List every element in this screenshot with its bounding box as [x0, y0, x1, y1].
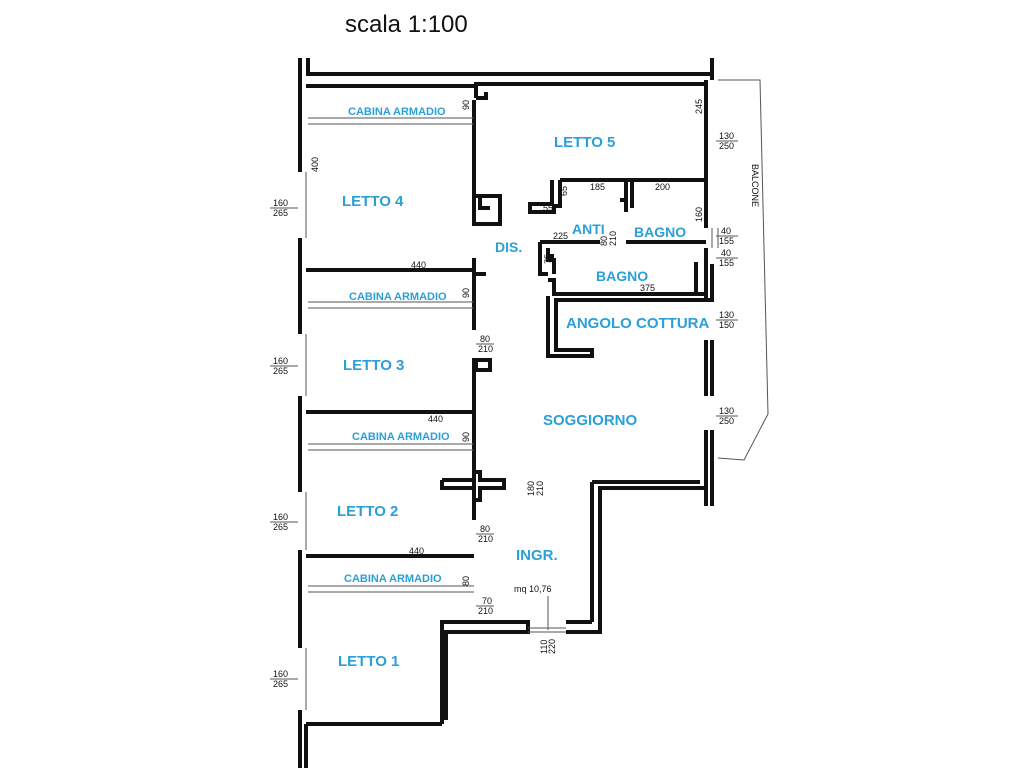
- dim-200: 200: [655, 182, 670, 192]
- dim-90-c: 90: [461, 432, 471, 442]
- area-label: mq 10,76: [514, 584, 552, 594]
- walls: [298, 58, 714, 768]
- dim-75: 75: [543, 254, 553, 264]
- letto-5-label: LETTO 5: [554, 134, 615, 151]
- dim-185: 185: [590, 182, 605, 192]
- angolo-cottura-label: ANGOLO COTTURA: [566, 315, 709, 332]
- dim-155-b: 155: [719, 258, 734, 268]
- anti-label: ANTI: [572, 221, 605, 237]
- dim-440: 440: [411, 260, 426, 270]
- room-labels: CABINA ARMADIO LETTO 5 LETTO 4 ANTI BAGN…: [337, 106, 760, 670]
- dim-210-d: 210: [478, 534, 493, 544]
- dim-400: 400: [310, 157, 320, 172]
- dim-130-c: 130: [719, 406, 734, 416]
- dim-210: 210: [608, 231, 618, 246]
- dim-180: 180: [526, 481, 536, 496]
- dim-210-c: 210: [535, 481, 545, 496]
- dim-210-e: 210: [478, 606, 493, 616]
- ingr-label: INGR.: [516, 547, 558, 564]
- dim-160-d: 160: [273, 669, 288, 679]
- dim-150: 150: [719, 320, 734, 330]
- thin-lines: [305, 79, 769, 710]
- dim-70: 70: [482, 596, 492, 606]
- dim-80-c: 80: [480, 524, 490, 534]
- bagno-2-label: BAGNO: [596, 268, 648, 284]
- dim-90-b: 90: [461, 288, 471, 298]
- dim-245: 245: [694, 99, 704, 114]
- cabina-armadio-2-label: CABINA ARMADIO: [349, 291, 447, 303]
- cabina-armadio-1-label: CABINA ARMADIO: [348, 106, 446, 118]
- dim-265-d: 265: [273, 679, 288, 689]
- dim-375: 375: [640, 283, 655, 293]
- cabina-armadio-4-label: CABINA ARMADIO: [344, 573, 442, 585]
- dim-210-b: 210: [478, 344, 493, 354]
- dim-80: 80: [599, 236, 609, 246]
- letto-2-label: LETTO 2: [337, 503, 398, 520]
- dim-160: 160: [273, 198, 288, 208]
- dim-250: 250: [719, 141, 734, 151]
- bagno-1-label: BAGNO: [634, 224, 686, 240]
- soggiorno-label: SOGGIORNO: [543, 412, 638, 429]
- scale-label: scala 1:100: [345, 11, 468, 38]
- balcone-label: BALCONE: [750, 164, 760, 207]
- dim-250-b: 250: [719, 416, 734, 426]
- dim-40: 40: [721, 226, 731, 236]
- dim-440-b: 440: [428, 414, 443, 424]
- dim-265-c: 265: [273, 522, 288, 532]
- dim-265: 265: [273, 208, 288, 218]
- dimension-labels: 90 400 245 130 250 160 265 185 200 65 55…: [270, 99, 738, 689]
- dim-90: 90: [461, 100, 471, 110]
- dim-155: 155: [719, 236, 734, 246]
- dim-160-v: 160: [694, 207, 704, 222]
- dim-130-b: 130: [719, 310, 734, 320]
- dim-40-b: 40: [721, 248, 731, 258]
- letto-3-label: LETTO 3: [343, 357, 404, 374]
- dim-220: 220: [547, 639, 557, 654]
- dim-80-b: 80: [480, 334, 490, 344]
- dim-55: 55: [543, 203, 553, 213]
- dim-440-c: 440: [409, 546, 424, 556]
- letto-1-label: LETTO 1: [338, 653, 399, 670]
- dim-225: 225: [553, 231, 568, 241]
- dim-65: 65: [559, 186, 569, 196]
- dim-160-c: 160: [273, 512, 288, 522]
- dim-130: 130: [719, 131, 734, 141]
- dim-160-b: 160: [273, 356, 288, 366]
- cabina-armadio-3-label: CABINA ARMADIO: [352, 431, 450, 443]
- dim-265-b: 265: [273, 366, 288, 376]
- dim-110: 110: [539, 640, 549, 654]
- letto-4-label: LETTO 4: [342, 193, 404, 210]
- dim-80-d: 80: [461, 576, 471, 586]
- dis-label: DIS.: [495, 239, 522, 255]
